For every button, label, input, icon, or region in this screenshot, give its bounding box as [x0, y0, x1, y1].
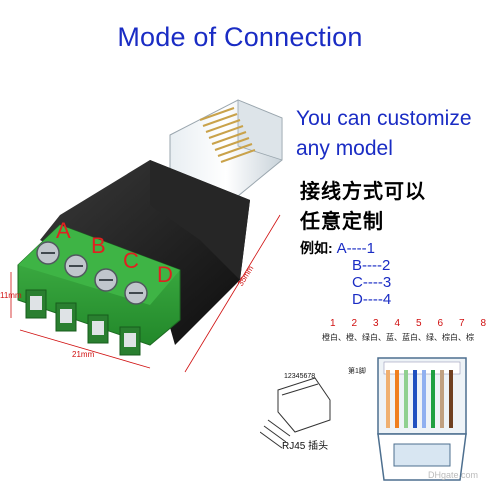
rj45-pin-numbers: 12345678	[284, 373, 316, 380]
pin-number: 8	[480, 318, 487, 329]
terminal-letter-c: C	[123, 248, 139, 273]
pin-number: 7	[458, 318, 465, 329]
rj45-connector-graphic	[377, 357, 467, 481]
watermark: DHgate.com	[428, 470, 479, 480]
terminal-letter-a: A	[56, 218, 71, 243]
pin1-label: 第1脚	[348, 368, 366, 375]
mapping-row-c: C----3	[352, 274, 392, 291]
pin-mapping: 例如:A----1 B----2 C----3 D----4	[300, 240, 391, 308]
pin-number: 5	[415, 318, 422, 329]
pin-number-row: 1 2 3 4 5 6 7 8	[322, 318, 494, 329]
rj45-wiring-diagram	[260, 357, 467, 481]
mapping-row-d: D----4	[352, 291, 392, 308]
rj45-plug-graphic	[169, 99, 283, 197]
chinese-customize-text: 接线方式可以 任意定制	[300, 177, 426, 237]
green-terminal-block-graphic	[17, 224, 181, 356]
chinese-line-1: 接线方式可以	[300, 181, 426, 203]
customize-line-1: You can customize	[296, 107, 472, 130]
pin-number: 1	[329, 318, 336, 329]
pin-number: 2	[351, 318, 358, 329]
chinese-line-2: 任意定制	[300, 211, 384, 233]
mapping-row-b: B----2	[352, 257, 391, 274]
pin-number: 6	[437, 318, 444, 329]
dimension-height: 11mm	[0, 291, 22, 300]
page-title: Mode of Connection	[117, 22, 363, 52]
terminal-letter-d: D	[157, 262, 173, 287]
mapping-example-label: 例如:	[300, 240, 333, 256]
mapping-row-a: A----1	[336, 240, 375, 257]
pin-number: 4	[394, 318, 401, 329]
rj45-sketch-graphic	[260, 377, 331, 449]
mapping-row: 例如:A----1	[300, 240, 391, 257]
dimension-width: 21mm	[72, 350, 95, 359]
wire-color-list: 橙白、橙、绿白、蓝、蓝白、绿、棕白、棕	[322, 333, 474, 342]
customize-line-2: any model	[296, 137, 393, 160]
rj45-plug-label: RJ45 插头	[282, 441, 329, 452]
customize-text: You can customize any model	[296, 104, 500, 164]
pin-number: 3	[372, 318, 379, 329]
terminal-letter-b: B	[91, 233, 106, 258]
